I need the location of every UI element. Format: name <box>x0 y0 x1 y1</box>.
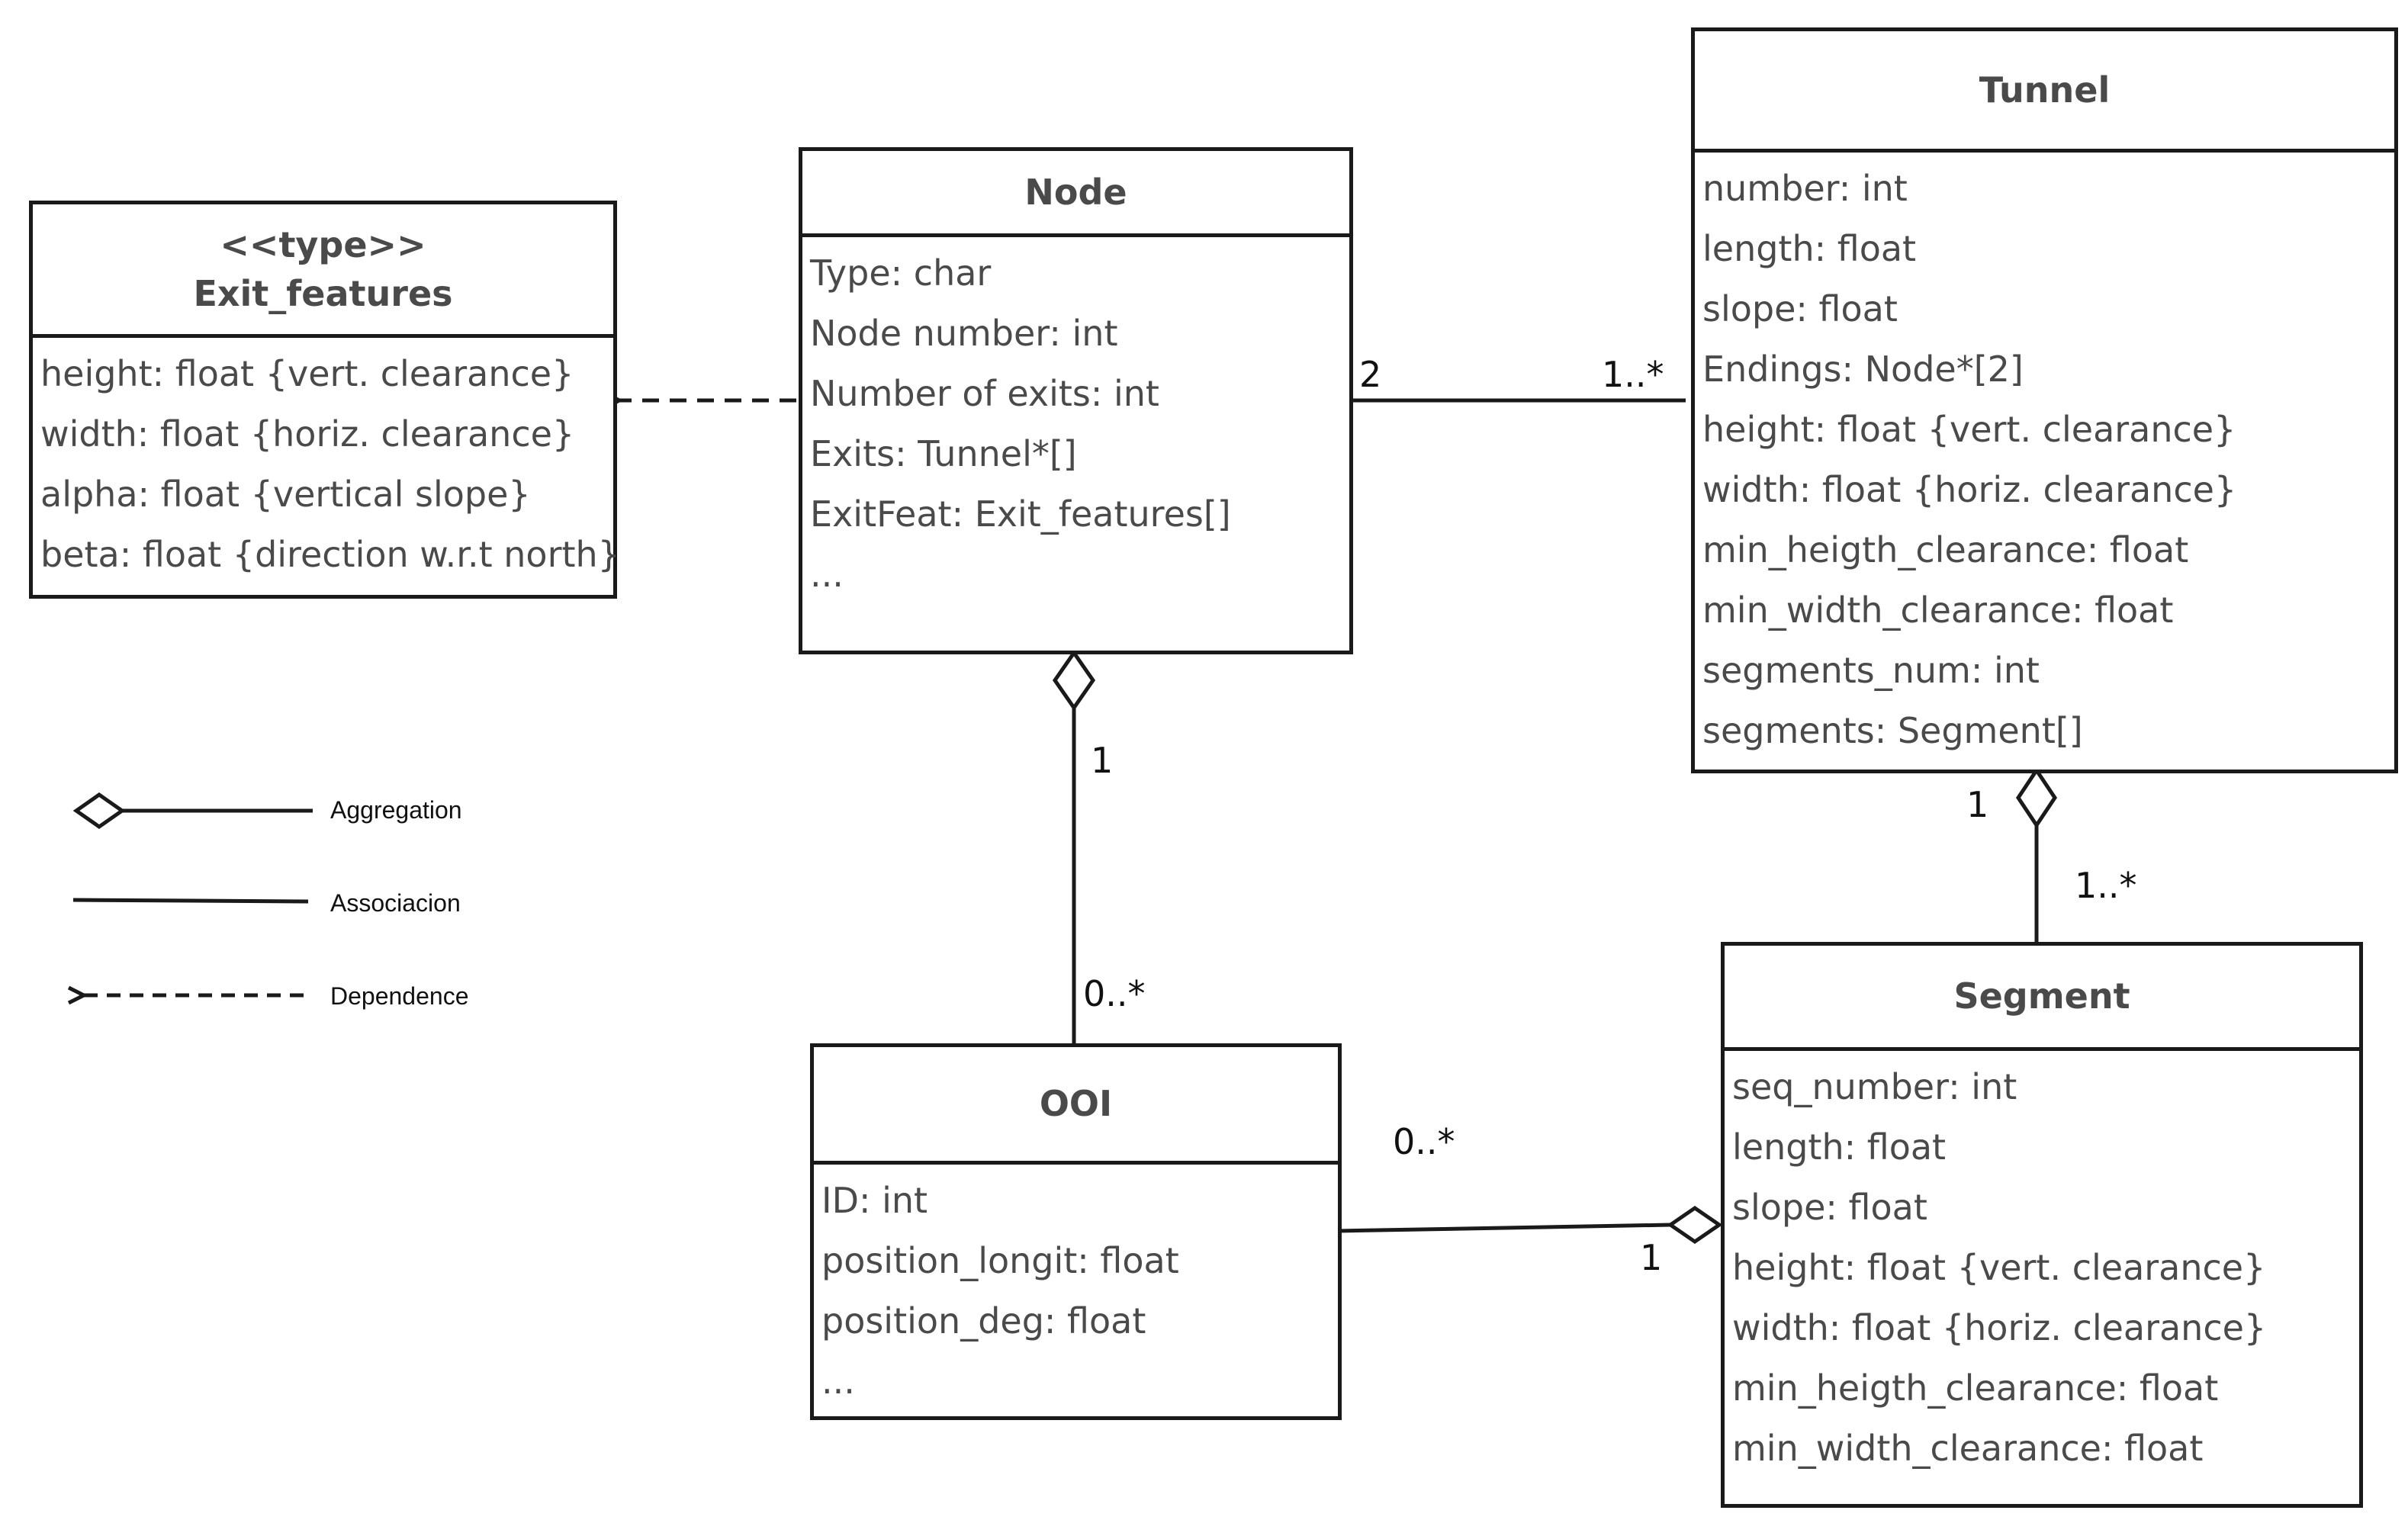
attribute: min_width_clearance: float <box>1702 590 2174 631</box>
class-header: <<type>> Exit_features <box>33 204 613 338</box>
multiplicity-node-tunnel-tunnel-end: 1..* <box>1602 354 1664 395</box>
attribute: seq_number: int <box>1732 1066 2017 1107</box>
multiplicity-node-ooi-ooi-end: 0..* <box>1083 973 1146 1014</box>
class-name: Tunnel <box>1979 69 2111 111</box>
attribute: Node number: int <box>810 313 1118 354</box>
attribute: width: float {horiz. clearance} <box>1702 469 2237 510</box>
multiplicity-node-tunnel-node-end: 2 <box>1359 354 1382 395</box>
class-segment: Segment seq_number: int length: float sl… <box>1721 942 2363 1508</box>
class-name: Node <box>1024 171 1127 213</box>
legend-dependence-label: Dependence <box>330 982 469 1010</box>
class-header: Tunnel <box>1695 31 2394 153</box>
class-name: OOI <box>1039 1083 1113 1125</box>
class-header: Segment <box>1725 946 2359 1051</box>
attribute: beta: float {direction w.r.t north} <box>40 534 620 575</box>
attribute-list: height: float {vert. clearance} width: f… <box>33 338 620 585</box>
attribute: height: float {vert. clearance} <box>40 353 574 394</box>
legend-aggregation-label: Aggregation <box>330 796 462 824</box>
attribute: position_deg: float <box>821 1300 1146 1342</box>
attribute: Endings: Node*[2] <box>1702 349 2024 390</box>
attribute: width: float {horiz. clearance} <box>1732 1307 2267 1348</box>
attribute: width: float {horiz. clearance} <box>40 413 575 455</box>
attribute: ID: int <box>821 1180 928 1221</box>
attribute: height: float {vert. clearance} <box>1702 409 2236 450</box>
attribute: Number of exits: int <box>810 373 1159 414</box>
class-stereotype: <<type>> <box>220 223 426 265</box>
aggregation-diamond-tunnel <box>2015 766 2058 829</box>
multiplicity-ooi-segment-segment-end: 1 <box>1640 1237 1663 1278</box>
attribute-list: seq_number: int length: float slope: flo… <box>1725 1051 2359 1479</box>
attribute: Exits: Tunnel*[] <box>810 433 1077 474</box>
class-name: Segment <box>1953 975 2130 1017</box>
class-node: Node Type: char Node number: int Number … <box>799 147 1353 654</box>
attribute: length: float <box>1702 228 1917 269</box>
attribute: segments_num: int <box>1702 650 2040 691</box>
multiplicity-tunnel-segment-segment-end: 1..* <box>2075 865 2137 906</box>
attribute: ... <box>810 554 844 595</box>
attribute-list: Type: char Node number: int Number of ex… <box>802 237 1349 605</box>
attribute: slope: float <box>1732 1187 1927 1228</box>
attribute: position_longit: float <box>821 1240 1179 1281</box>
attribute: ... <box>821 1361 855 1402</box>
attribute: alpha: float {vertical slope} <box>40 474 531 515</box>
legend-association-label: Associacion <box>330 889 461 917</box>
attribute: number: int <box>1702 168 1908 209</box>
class-exit-features: <<type>> Exit_features height: float {ve… <box>29 201 620 599</box>
attribute: Type: char <box>810 252 992 294</box>
multiplicity-ooi-segment-ooi-end: 0..* <box>1393 1121 1455 1162</box>
legend-association-line <box>72 898 309 904</box>
attribute-list: ID: int position_longit: float position_… <box>814 1165 1338 1412</box>
attribute: height: float {vert. clearance} <box>1732 1247 2266 1288</box>
attribute: segments: Segment[] <box>1702 710 2083 751</box>
class-tunnel: Tunnel number: int length: float slope: … <box>1691 27 2398 773</box>
aggregation-diamond-node <box>1052 649 1096 712</box>
attribute: length: float <box>1732 1126 1947 1168</box>
aggregation-diamond-segment <box>1667 1205 1723 1245</box>
class-name: Exit_features <box>193 273 453 314</box>
attribute: ExitFeat: Exit_features[] <box>810 493 1231 535</box>
attribute: slope: float <box>1702 288 1898 329</box>
class-ooi: OOI ID: int position_longit: float posit… <box>810 1043 1342 1420</box>
attribute: min_heigth_clearance: float <box>1732 1367 2219 1409</box>
attribute-list: number: int length: float slope: float E… <box>1695 153 2394 761</box>
attribute: min_width_clearance: float <box>1732 1428 2204 1469</box>
class-header: OOI <box>814 1047 1338 1165</box>
multiplicity-tunnel-segment-tunnel-end: 1 <box>1966 784 1989 825</box>
class-header: Node <box>802 151 1349 237</box>
multiplicity-node-ooi-node-end: 1 <box>1091 740 1114 781</box>
aggregation-line-ooi-segment <box>1336 1223 1671 1233</box>
attribute: min_heigth_clearance: float <box>1702 529 2189 570</box>
legend-aggregation-diamond <box>72 792 126 830</box>
